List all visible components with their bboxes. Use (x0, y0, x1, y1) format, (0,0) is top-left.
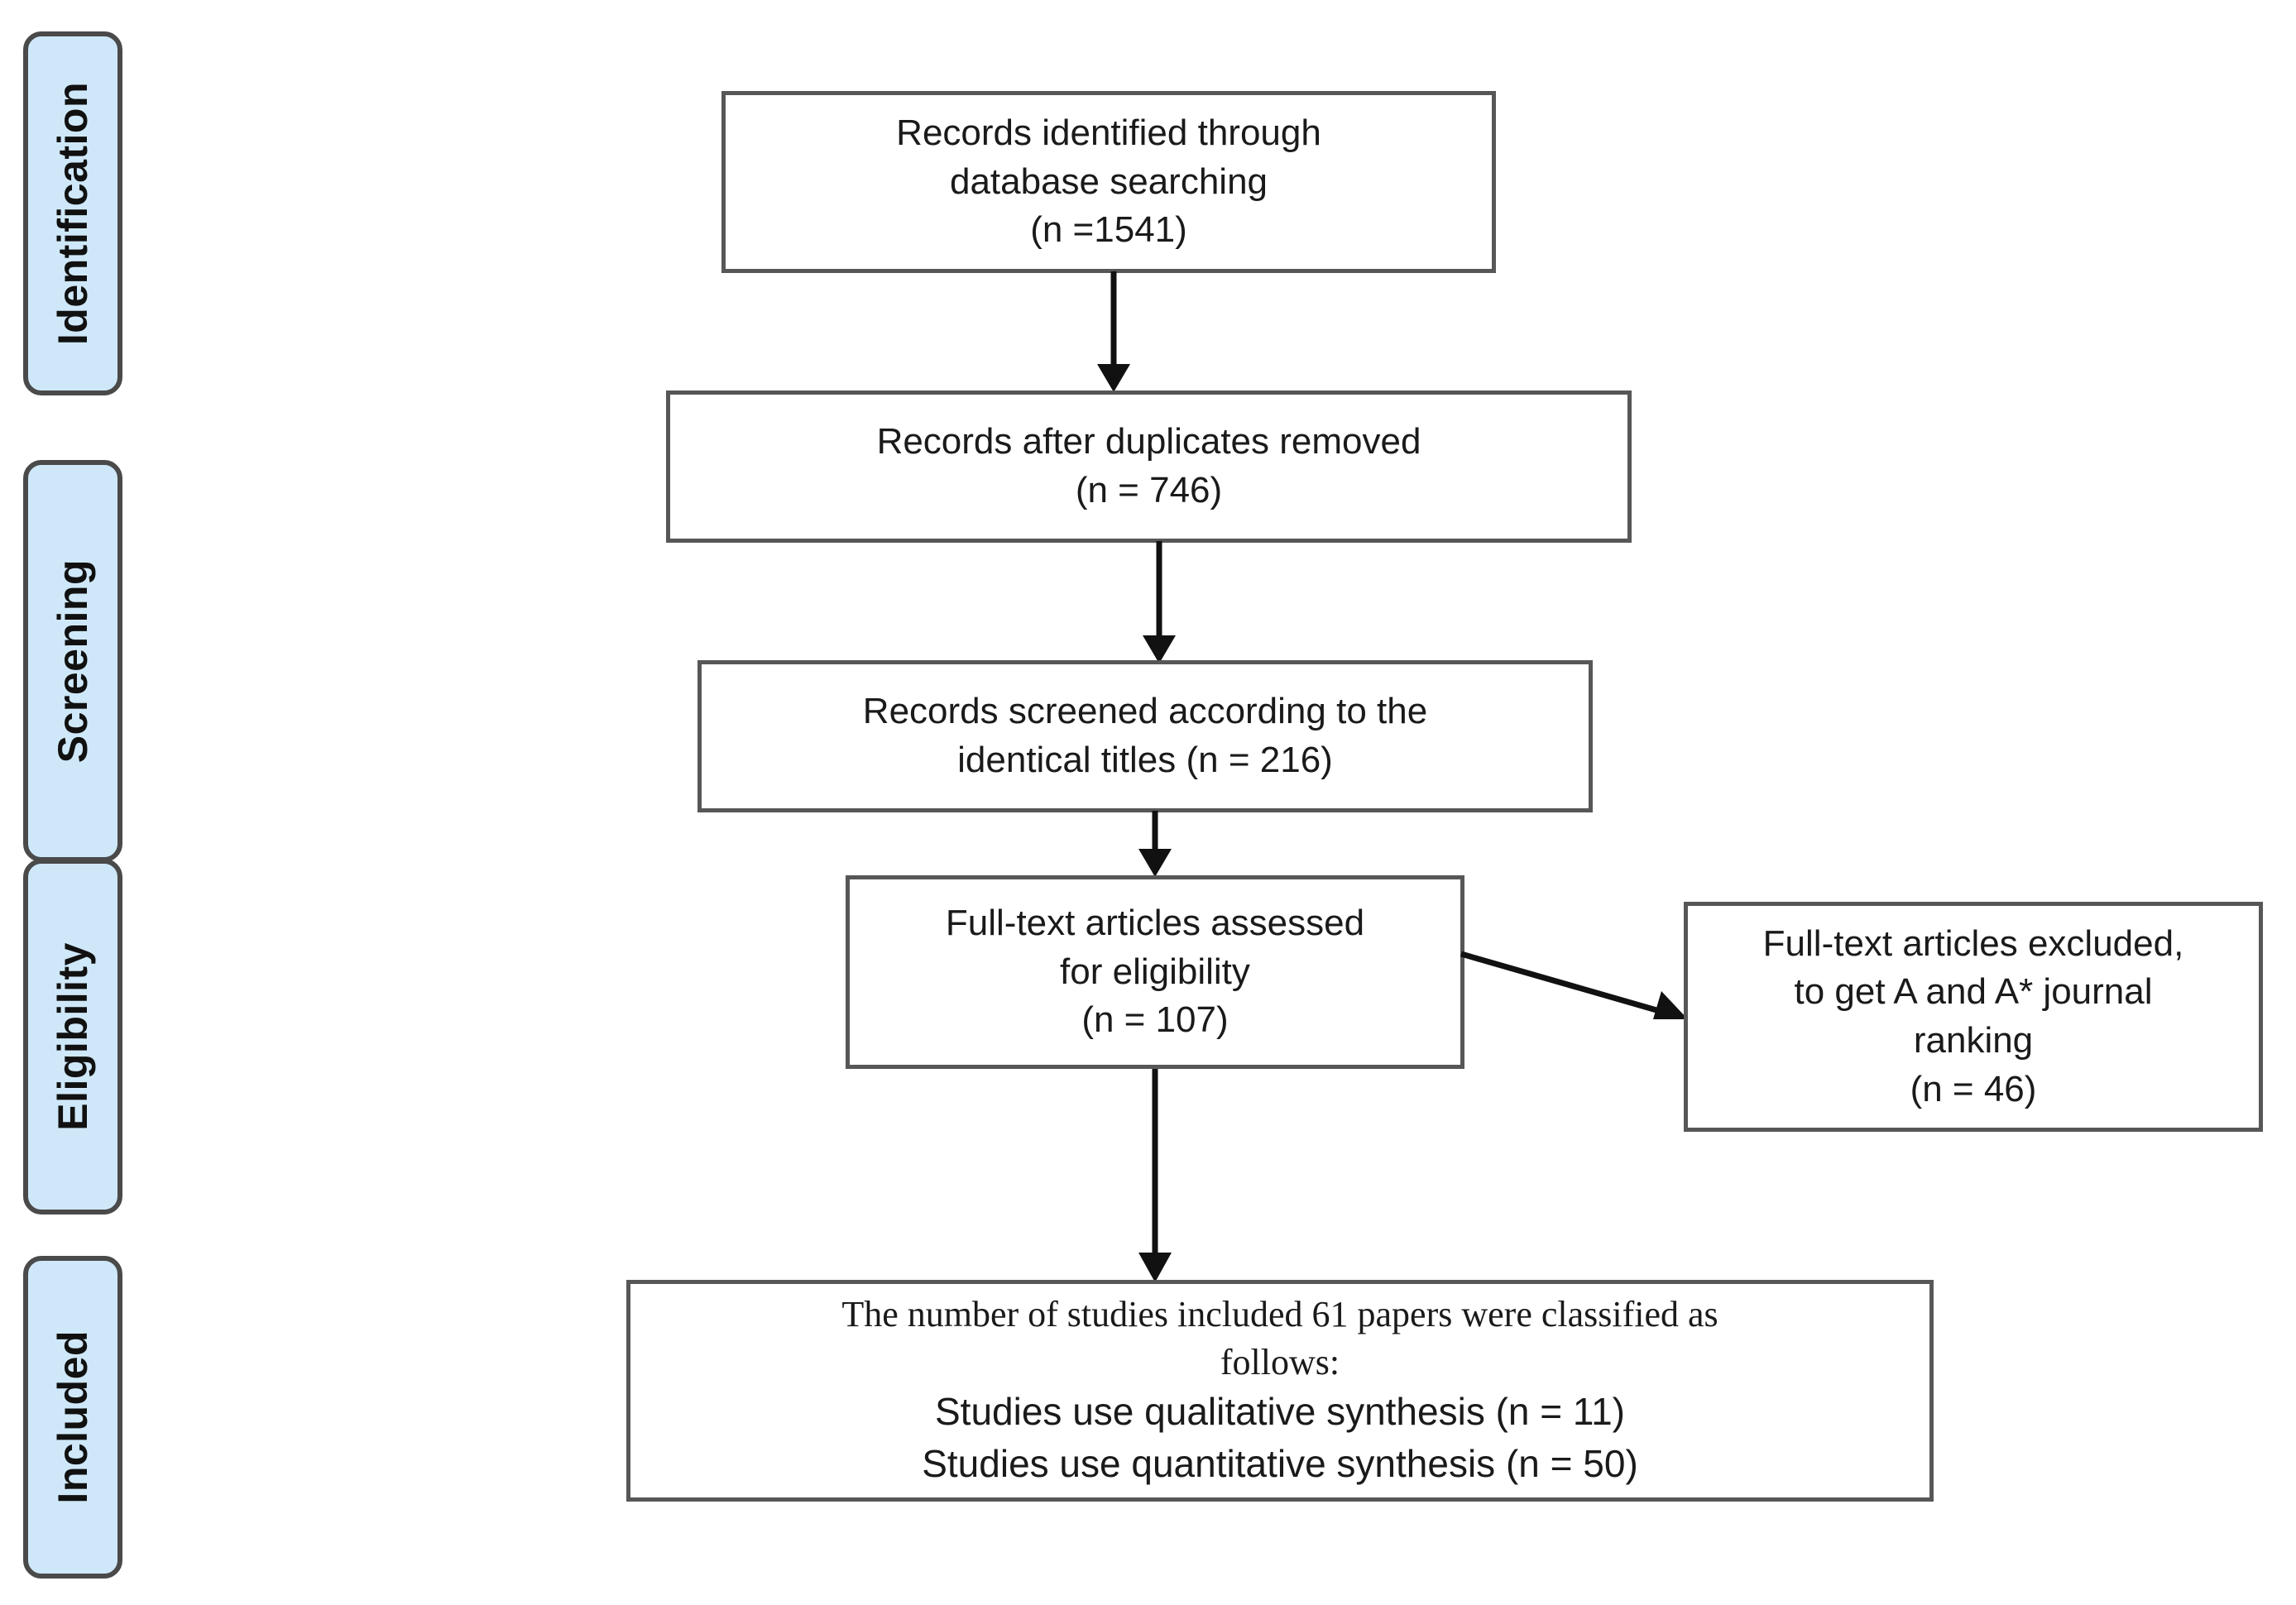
box-full-text-excluded-line-2: to get A and A* journal (1794, 971, 2153, 1013)
box-full-text-excluded-line-3: ranking (1913, 1020, 2034, 1061)
box-records-identified-line-1: Records identified through (896, 113, 1321, 154)
box-studies-included-head-line-1: The number of studies included 61 papers… (841, 1294, 1718, 1335)
box-records-screened-text: Records screened according to the identi… (848, 688, 1442, 784)
arrow-fulltext-to-included (1138, 1069, 1172, 1282)
stage-label-eligibility-text: Eligibility (50, 942, 96, 1131)
box-records-after-duplicates: Records after duplicates removed (n = 74… (666, 390, 1632, 543)
box-records-after-duplicates-line-1: Records after duplicates removed (876, 421, 1421, 462)
box-full-text-assessed-line-1: Full-text articles assessed (945, 903, 1365, 944)
box-full-text-excluded-text: Full-text articles excluded, to get A an… (1748, 920, 2199, 1114)
box-full-text-excluded-line-4: (n = 46) (1910, 1068, 2037, 1109)
arrow-fulltext-to-excluded (1460, 951, 1688, 1019)
box-studies-included-head-line-2: follows: (1220, 1341, 1340, 1382)
box-records-screened-line-1: Records screened according to the (862, 691, 1428, 732)
box-records-screened: Records screened according to the identi… (697, 660, 1593, 812)
box-full-text-excluded-line-1: Full-text articles excluded, (1762, 922, 2184, 964)
box-full-text-assessed-line-2: for eligibility (1060, 951, 1250, 992)
arrow-screened-to-fulltext (1138, 811, 1172, 877)
stage-label-identification: Identification (23, 31, 122, 395)
stage-label-screening: Screening (23, 460, 122, 862)
box-full-text-assessed-line-3: (n = 107) (1081, 999, 1229, 1041)
stage-label-included: Included (23, 1256, 122, 1579)
box-studies-included-body-line-1: Studies use qualitative synthesis (n = 1… (935, 1389, 1625, 1433)
box-full-text-excluded: Full-text articles excluded, to get A an… (1684, 902, 2263, 1132)
box-records-identified-text: Records identified through database sear… (881, 109, 1336, 255)
box-full-text-assessed-text: Full-text articles assessed for eligibil… (931, 899, 1379, 1045)
box-studies-included: The number of studies included 61 papers… (626, 1280, 1934, 1502)
arrow-identified-to-deduped (1097, 271, 1130, 392)
stage-label-included-text: Included (50, 1330, 96, 1504)
stage-label-identification-text: Identification (50, 81, 96, 346)
box-studies-included-body-line-2: Studies use quantitative synthesis (n = … (922, 1442, 1638, 1486)
box-records-after-duplicates-text: Records after duplicates removed (n = 74… (862, 418, 1436, 515)
stage-label-screening-text: Screening (50, 558, 96, 764)
box-records-identified-line-2: database searching (949, 160, 1268, 202)
stage-label-eligibility: Eligibility (23, 859, 122, 1215)
box-full-text-assessed: Full-text articles assessed for eligibil… (846, 875, 1464, 1069)
box-records-identified-line-3: (n =1541) (1030, 209, 1187, 251)
box-records-screened-line-2: identical titles (n = 216) (957, 740, 1333, 780)
box-records-after-duplicates-line-2: (n = 746) (1075, 470, 1223, 510)
box-records-identified: Records identified through database sear… (721, 91, 1496, 273)
arrow-deduped-to-screened (1143, 541, 1176, 664)
